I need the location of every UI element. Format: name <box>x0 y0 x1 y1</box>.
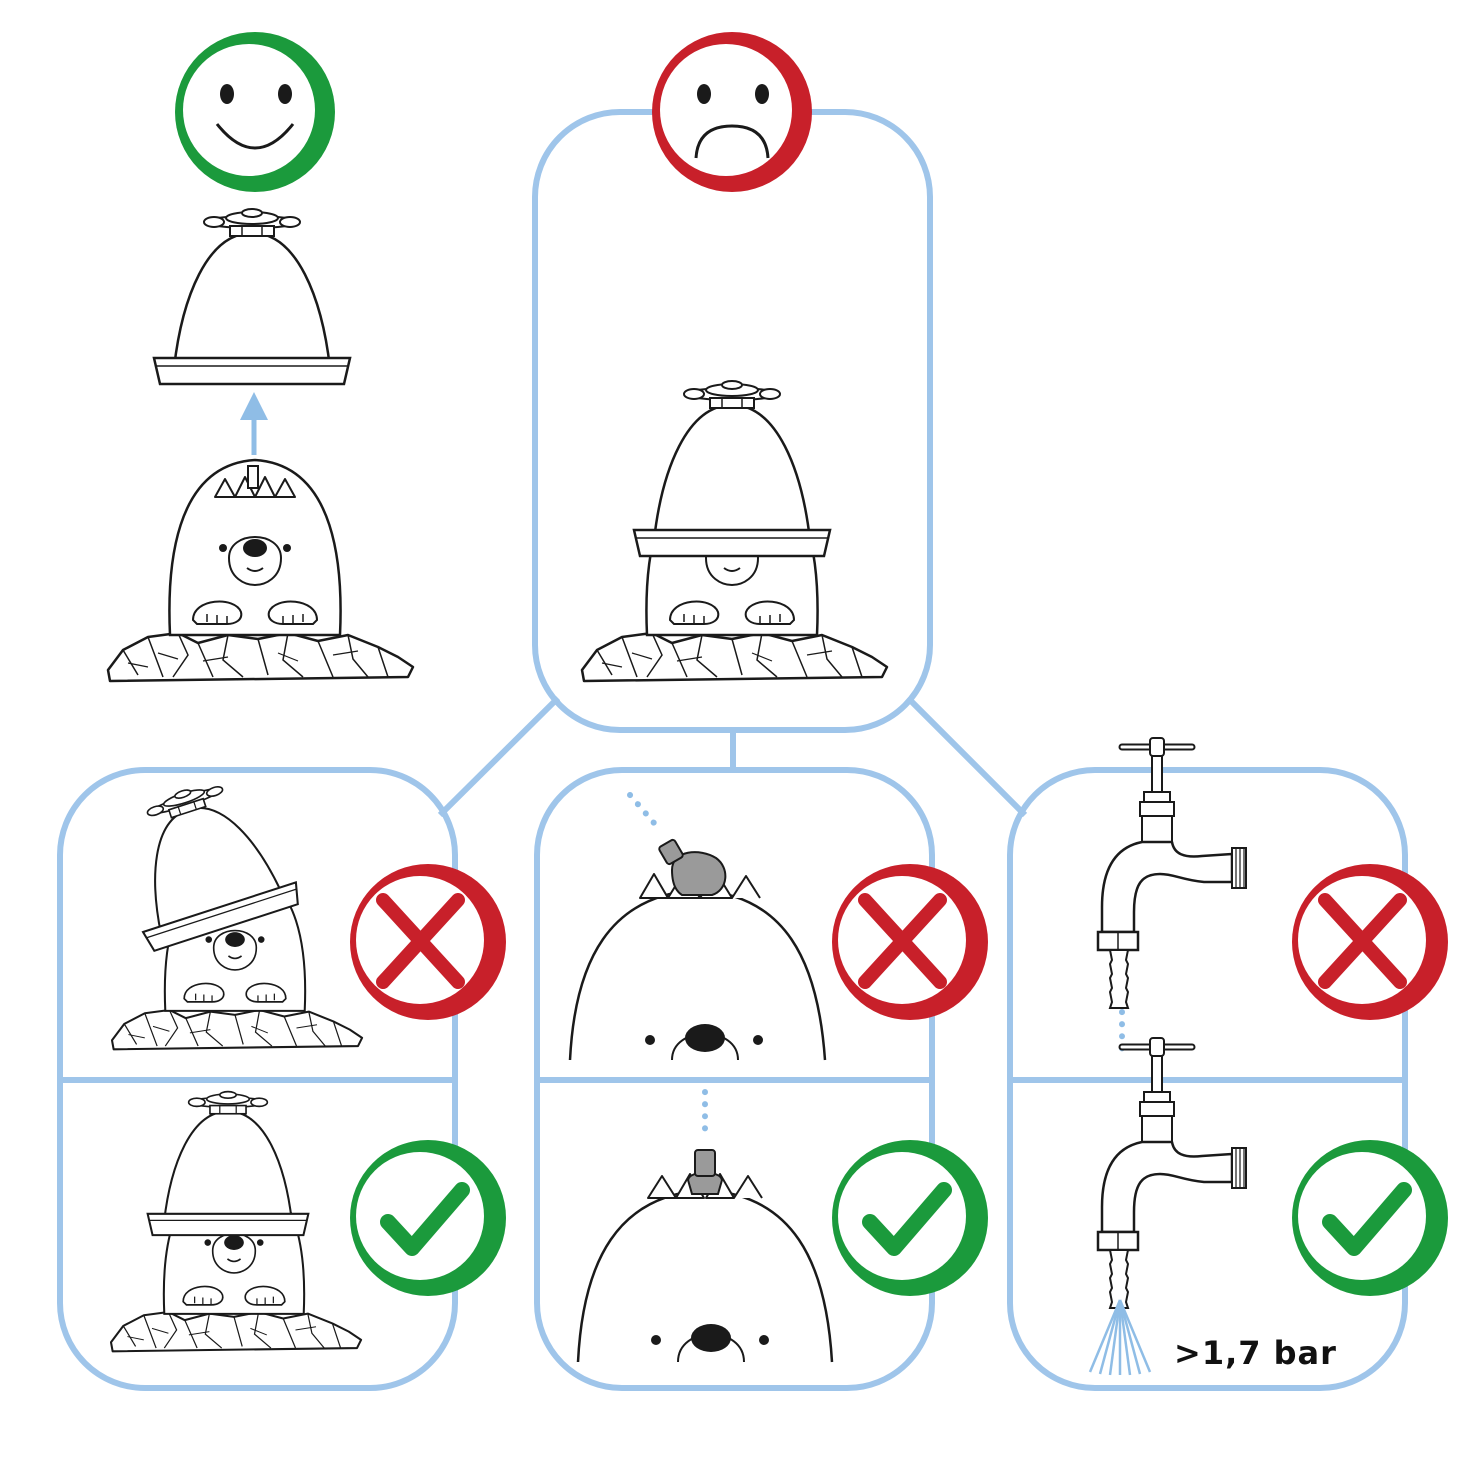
cover-straight-illustration <box>109 1092 363 1353</box>
check-icon <box>350 1140 506 1296</box>
tap-low-pressure-illustration <box>1098 738 1246 1063</box>
cover-illustration-lifted <box>154 209 350 384</box>
connector-left <box>437 695 561 818</box>
cross-icon <box>832 864 988 1020</box>
check-icon <box>1292 1140 1448 1296</box>
nozzle-correct-illustration <box>576 1089 834 1363</box>
cross-icon <box>350 864 506 1020</box>
tap-high-pressure-illustration <box>1088 1038 1246 1376</box>
nozzle-wrong-illustration <box>568 792 827 1061</box>
sad-face-icon <box>652 32 812 192</box>
happy-face-icon <box>175 32 335 192</box>
mole-with-cover-illustration <box>580 381 889 683</box>
pressure-label: >1,7 bar <box>1174 1334 1337 1372</box>
cross-icon <box>1292 864 1448 1020</box>
cover-tilted-illustration <box>105 766 364 1051</box>
check-icon <box>832 1140 988 1296</box>
lift-arrow-icon <box>240 392 268 455</box>
connector-right <box>905 695 1028 818</box>
mole-illustration-top-left <box>106 458 415 683</box>
